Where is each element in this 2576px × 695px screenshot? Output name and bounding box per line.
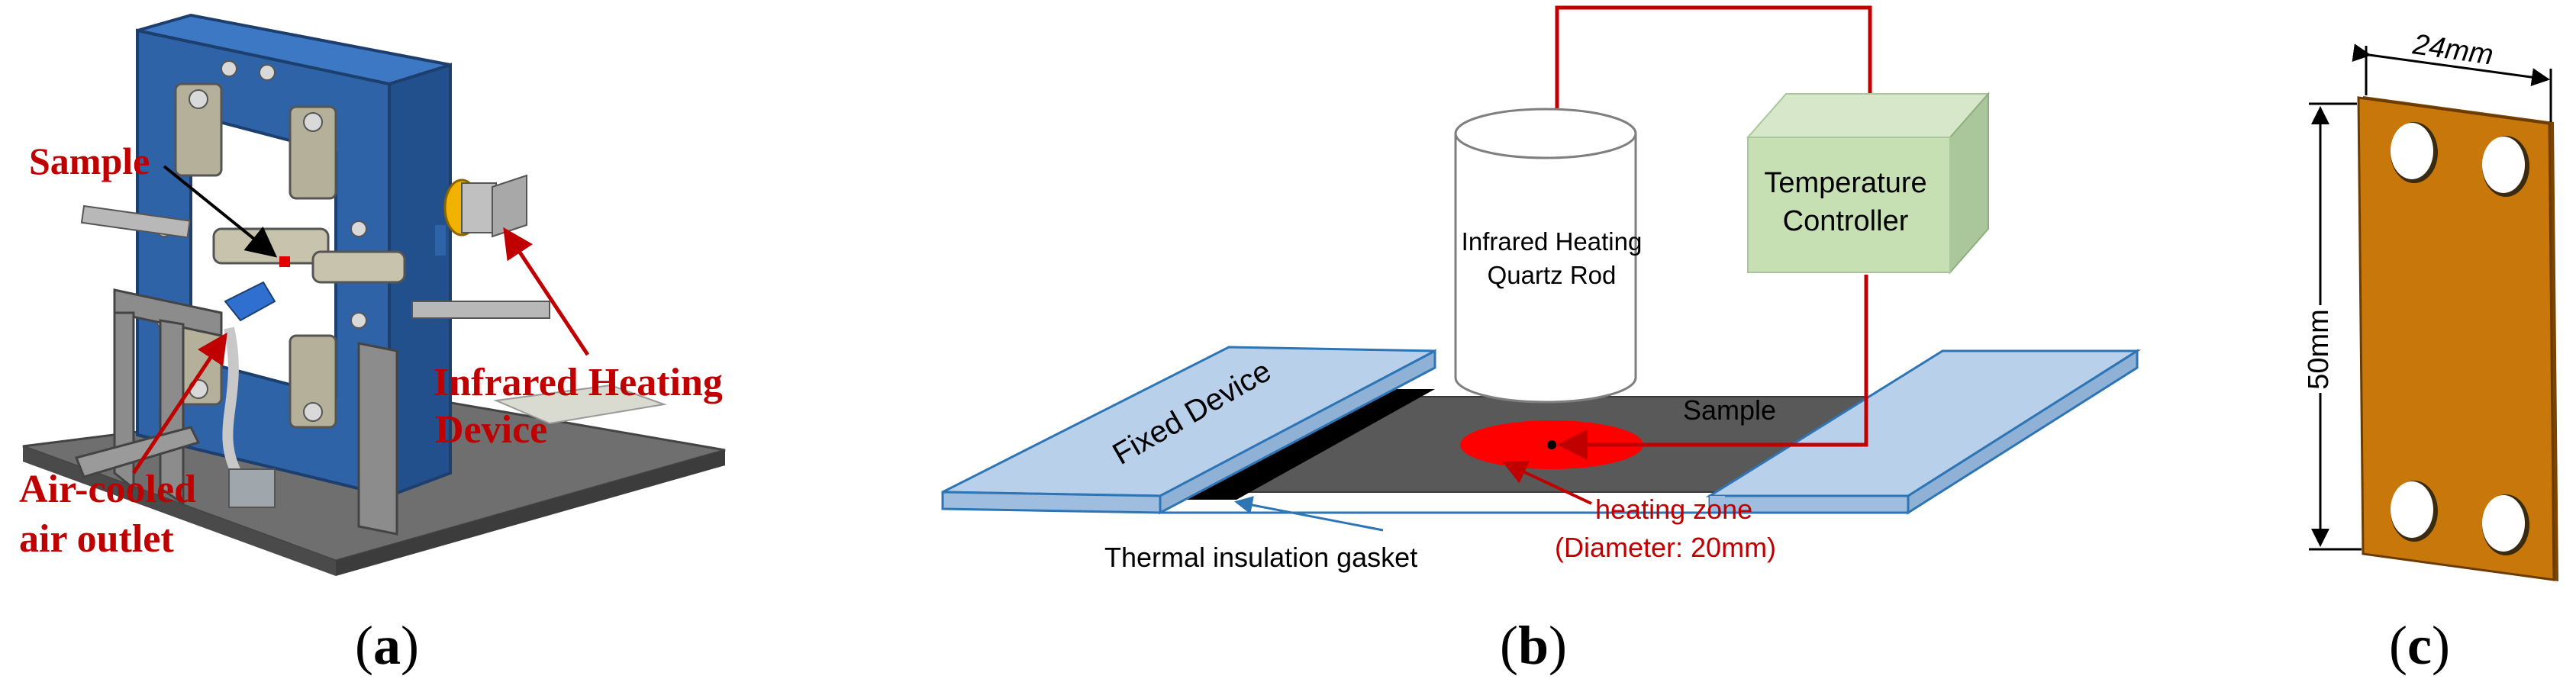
fixed-device-right: [1705, 349, 2142, 515]
left-shaft: [80, 204, 191, 239]
width-dimension-line: [2352, 43, 2550, 87]
label-air-1: Air-cooled: [19, 468, 196, 511]
panel-b: Infrared Heating Quartz Rod Temperature …: [941, 5, 2142, 676]
sample-marker: [279, 256, 290, 267]
label-infrared-1: Infrared Heating: [434, 361, 723, 404]
control-wire-bottom: [1557, 275, 1868, 460]
air-nozzle: [224, 281, 276, 322]
mount-pad: [493, 384, 667, 425]
sample-leader: [163, 165, 278, 258]
label-height: 50mm: [2303, 309, 2335, 390]
caption-b: (b): [1500, 615, 1567, 676]
air-leader: [131, 332, 227, 475]
air-outlet-box: [228, 468, 276, 508]
label-infrared-2: Device: [435, 408, 547, 452]
label-controller-2: Controller: [1783, 205, 1909, 237]
label-heating-zone-2: (Diameter: 20mm): [1555, 532, 1776, 563]
heating-zone-leader: [1502, 461, 1592, 505]
label-quartz-2: Quartz Rod: [1488, 261, 1617, 289]
temperature-controller: [1746, 92, 1991, 275]
label-heating-zone-1: heating zone: [1595, 494, 1752, 525]
control-wire-top: [1555, 5, 1872, 114]
panel-a: Sample Infrared Heating Device Air-coole…: [19, 13, 726, 676]
air-hose: [222, 327, 242, 476]
panel-c: 24mm 50mm (c): [2303, 28, 2558, 676]
caption-c: (c): [2389, 615, 2450, 676]
fixed-device-left: [941, 346, 1436, 515]
label-controller-1: Temperature: [1764, 167, 1926, 199]
infrared-device: [435, 174, 527, 256]
label-width: 24mm: [2410, 28, 2495, 71]
label-air-2: air outlet: [19, 517, 174, 561]
base-plate-edge: [23, 446, 336, 576]
right-shaft: [411, 301, 550, 319]
insulation-gasket: [1175, 389, 1435, 500]
label-quartz-1: Infrared Heating: [1462, 227, 1643, 256]
gasket-leader: [1234, 496, 1384, 532]
infrared-leader: [503, 227, 590, 356]
specimen-holes: [2391, 122, 2529, 555]
label-gasket: Thermal insulation gasket: [1104, 542, 1417, 573]
thermocouple-point: [1547, 440, 1556, 449]
caption-a: (a): [355, 615, 419, 676]
label-sample-b: Sample: [1683, 394, 1776, 426]
label-sample-a: Sample: [29, 140, 150, 182]
specimen-face: [2357, 96, 2555, 581]
side-arms: [74, 288, 398, 536]
base-plate-edge-right: [336, 450, 725, 576]
quartz-rod: [1454, 108, 1637, 404]
